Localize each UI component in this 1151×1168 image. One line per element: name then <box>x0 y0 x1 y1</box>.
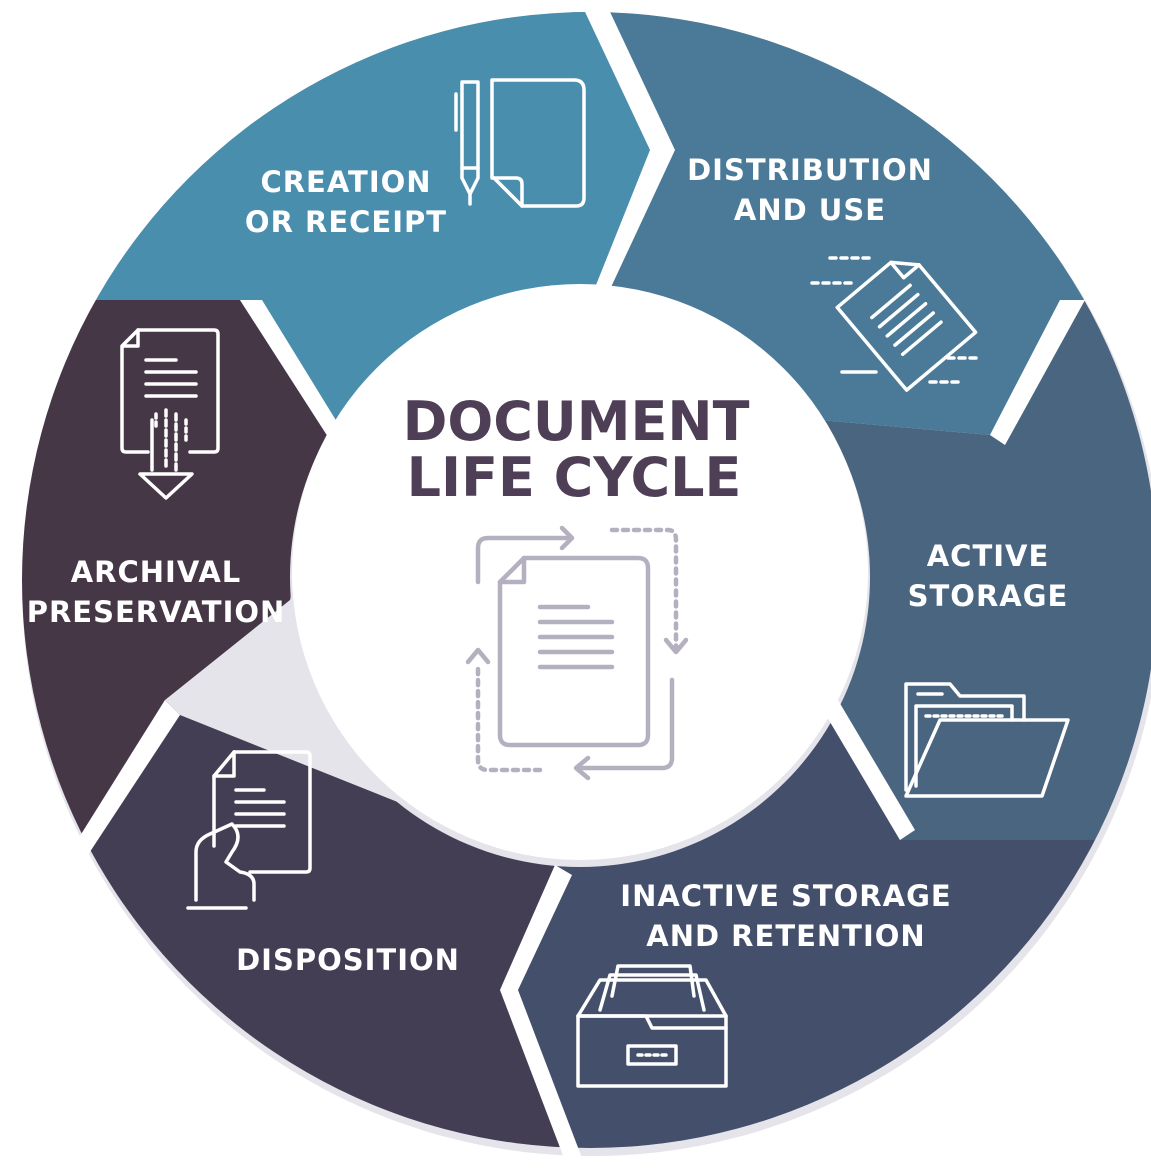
sending-document-icon <box>810 256 980 392</box>
label-disposition: DISPOSITION <box>236 943 460 977</box>
inactive-label-line1: INACTIVE STORAGE <box>620 879 951 913</box>
label-creation-or-receipt: CREATION OR RECEIPT <box>245 165 447 239</box>
creation-label-line2: OR RECEIPT <box>245 205 447 239</box>
label-active-storage: ACTIVE STORAGE <box>908 539 1069 613</box>
inactive-label-line2: AND RETENTION <box>646 919 925 953</box>
center-title-line2: LIFE CYCLE <box>407 446 742 509</box>
label-inactive-storage-and-retention: INACTIVE STORAGE AND RETENTION <box>620 879 951 953</box>
segment-archival-preservation <box>21 300 330 900</box>
center-circle <box>292 284 868 860</box>
label-archival-preservation: ARCHIVAL PRESERVATION <box>27 555 286 629</box>
file-drawer-icon <box>576 964 728 1088</box>
label-distribution-and-use: DISTRIBUTION AND USE <box>687 153 933 227</box>
segment-separators <box>40 0 1085 1168</box>
distribution-label-line2: AND USE <box>734 193 886 227</box>
disposition-label-line1: DISPOSITION <box>236 943 460 977</box>
archival-label-line1: ARCHIVAL <box>71 555 242 589</box>
distribution-label-line1: DISTRIBUTION <box>687 153 933 187</box>
document-download-icon <box>120 328 220 500</box>
hand-holding-document-icon <box>186 750 312 910</box>
center-title-line1: DOCUMENT <box>403 390 750 453</box>
archival-label-line2: PRESERVATION <box>27 595 286 629</box>
active-label-line1: ACTIVE <box>927 539 1050 573</box>
pen-and-document-icon <box>454 78 586 208</box>
document-cycle-icon <box>465 525 689 781</box>
active-label-line2: STORAGE <box>908 579 1069 613</box>
creation-label-line1: CREATION <box>260 165 431 199</box>
open-folder-icon <box>904 682 1070 798</box>
